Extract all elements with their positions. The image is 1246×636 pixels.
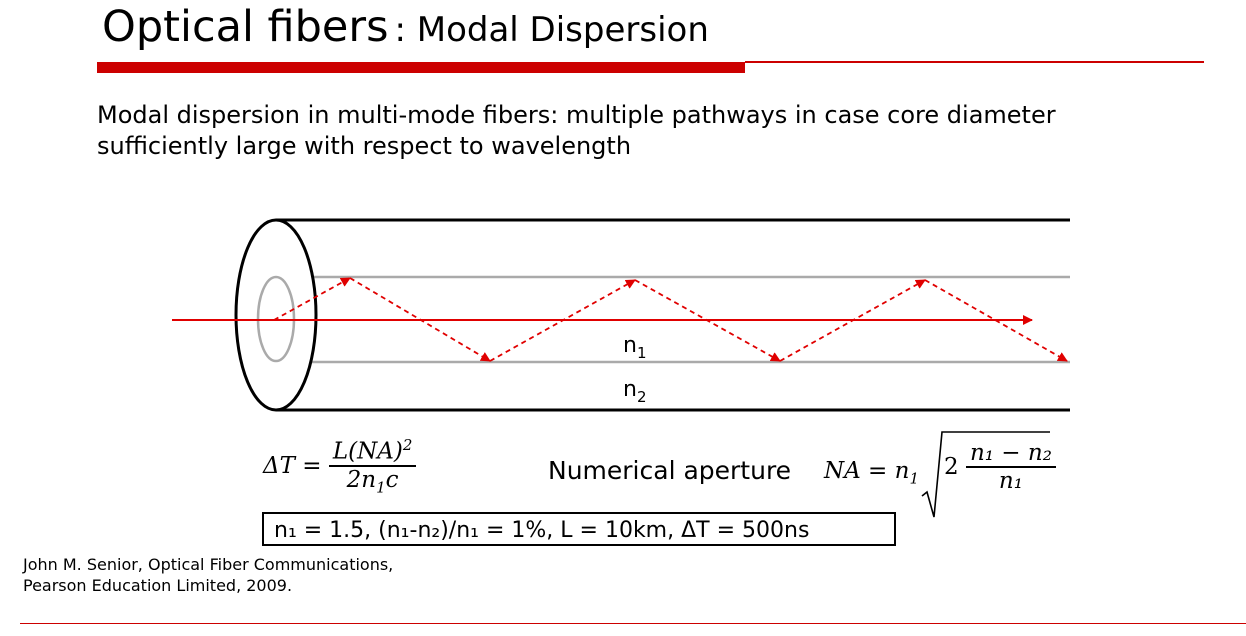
slide-title: Optical fibers: Modal Dispersion — [102, 2, 709, 52]
reference-line-1: John M. Senior, Optical Fiber Communicat… — [23, 555, 394, 574]
sqrt-sign — [921, 431, 1050, 518]
parameter-box: n₁ = 1.5, (n₁-n₂)/n₁ = 1%, L = 10km, ΔT … — [262, 512, 896, 546]
na-denominator: n₁ — [965, 466, 1056, 494]
numerical-aperture-label: Numerical aperture — [548, 456, 792, 485]
delta-t-lhs: ΔT = — [263, 453, 322, 480]
intro-line-2: sufficiently large with respect to wavel… — [97, 132, 632, 160]
na-numerator: n₁ − n₂ — [969, 440, 1052, 466]
title-main: Optical fibers — [102, 2, 389, 52]
delta-t-numerator: L(NA)2 — [332, 436, 413, 465]
title-underline-thin — [745, 61, 1204, 63]
na-fraction: n₁ − n₂ n₁ — [965, 440, 1056, 494]
reference-line-2: Pearson Education Limited, 2009. — [23, 576, 293, 595]
delta-t-fraction: L(NA)2 2n1c — [328, 436, 417, 496]
reference: John M. Senior, Optical Fiber Communicat… — [23, 554, 393, 596]
title-underline-thick — [97, 62, 745, 73]
na-formula-lhs: NA = n1 — [824, 458, 919, 488]
intro-line-1: Modal dispersion in multi-mode fibers: m… — [97, 101, 1056, 129]
footer-line — [20, 623, 1246, 624]
na-coef: 2 — [944, 454, 959, 480]
delta-t-formula: ΔT = L(NA)2 2n1c — [263, 436, 417, 496]
core-index-label: n1 — [623, 333, 647, 362]
title-sub: : Modal Dispersion — [394, 10, 709, 50]
intro-text: Modal dispersion in multi-mode fibers: m… — [97, 100, 1197, 162]
cladding-index-label: n2 — [623, 377, 647, 406]
zigzag-ray — [273, 277, 1068, 362]
fiber-end-outer — [234, 218, 318, 412]
na-formula-radicand: 2 n₁ − n₂ n₁ — [944, 440, 1056, 494]
delta-t-denominator: 2n1c — [328, 464, 417, 496]
